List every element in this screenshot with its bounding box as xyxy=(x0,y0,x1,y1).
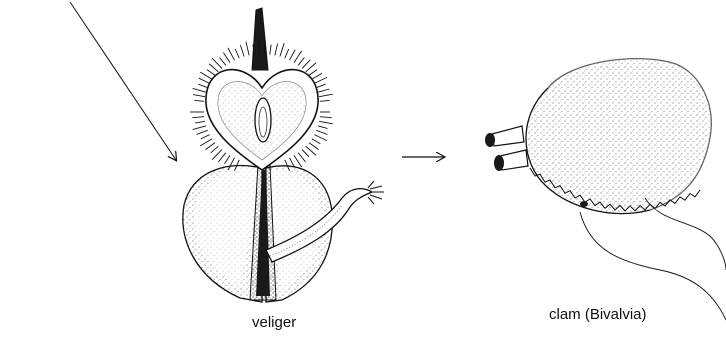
veliger-label: veliger xyxy=(252,314,296,331)
clam-label: clam (Bivalvia) xyxy=(549,306,647,323)
veliger-apical-spike xyxy=(252,8,268,70)
clam-illustration xyxy=(485,59,726,320)
clam-upper-siphon xyxy=(492,126,524,146)
clam-lower-siphon xyxy=(500,150,528,170)
incoming-arrow xyxy=(70,2,176,160)
veliger-illustration xyxy=(183,8,384,302)
clam-tissue-line xyxy=(580,212,726,320)
